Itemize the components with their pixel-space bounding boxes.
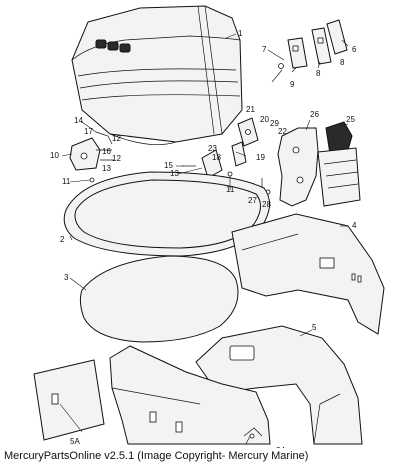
part-number-12a: 12 <box>112 134 121 143</box>
part-number-20: 20 <box>260 115 269 124</box>
part-number-25: 25 <box>346 115 355 124</box>
part-number-14: 14 <box>74 116 83 125</box>
cowl-seal-gasket <box>63 171 270 257</box>
copyright-caption: MercuryPartsOnline v2.5.1 (Image Copyrig… <box>4 450 309 462</box>
latch-hardware-right <box>182 117 271 195</box>
part-number-8a: 8 <box>340 58 345 67</box>
part-number-28: 28 <box>262 200 271 209</box>
seal-boot <box>317 121 361 207</box>
leader-lines <box>59 33 349 445</box>
part-number-11b: 11 <box>226 185 235 194</box>
access-cover-5a <box>33 359 105 441</box>
part-number-2: 2 <box>60 235 65 244</box>
part-number-3: 3 <box>64 273 69 282</box>
part-number-23: 23 <box>208 144 217 153</box>
part-number-27: 27 <box>248 196 257 205</box>
top-cowl <box>71 5 243 146</box>
pad-bracket-parts <box>278 19 348 69</box>
clip <box>243 427 263 439</box>
part-number-13a: 13 <box>102 164 111 173</box>
part-number-22: 22 <box>278 127 287 136</box>
part-number-8b: 8 <box>316 69 321 78</box>
part-number-11a: 11 <box>62 177 71 186</box>
part-number-10: 10 <box>50 151 59 160</box>
part-number-5: 5 <box>312 323 317 332</box>
part-number-5a: 5A <box>70 437 80 446</box>
part-number-26: 26 <box>310 110 319 119</box>
side-panel-right <box>231 213 385 335</box>
lower-cowl-inner-panel <box>109 345 271 445</box>
part-number-16: 16 <box>102 147 111 156</box>
part-number-29: 29 <box>270 119 279 128</box>
part-number-13b: 13 <box>170 169 179 178</box>
part-number-7: 7 <box>262 45 267 54</box>
part-number-6: 6 <box>352 45 357 54</box>
part-number-19: 19 <box>256 153 265 162</box>
latch-hardware-left <box>69 131 114 183</box>
part-number-4: 4 <box>352 221 357 230</box>
part-number-15: 15 <box>164 161 173 170</box>
part-number-12b: 12 <box>112 154 121 163</box>
bracket-plate <box>277 127 319 207</box>
bottom-plate <box>79 255 239 343</box>
part-number-9: 9 <box>290 80 295 89</box>
part-number-21: 21 <box>246 105 255 114</box>
part-number-labels: 1 6 7 8 8 9 10 11 11 12 12 13 13 14 15 1… <box>50 29 357 448</box>
part-number-17: 17 <box>84 127 93 136</box>
part-number-1: 1 <box>238 29 243 38</box>
part-number-18: 18 <box>212 153 221 162</box>
part-number-24: 24 <box>276 446 285 448</box>
exploded-parts-diagram: 1 6 7 8 8 9 10 11 11 12 12 13 13 14 15 1… <box>33 5 385 448</box>
